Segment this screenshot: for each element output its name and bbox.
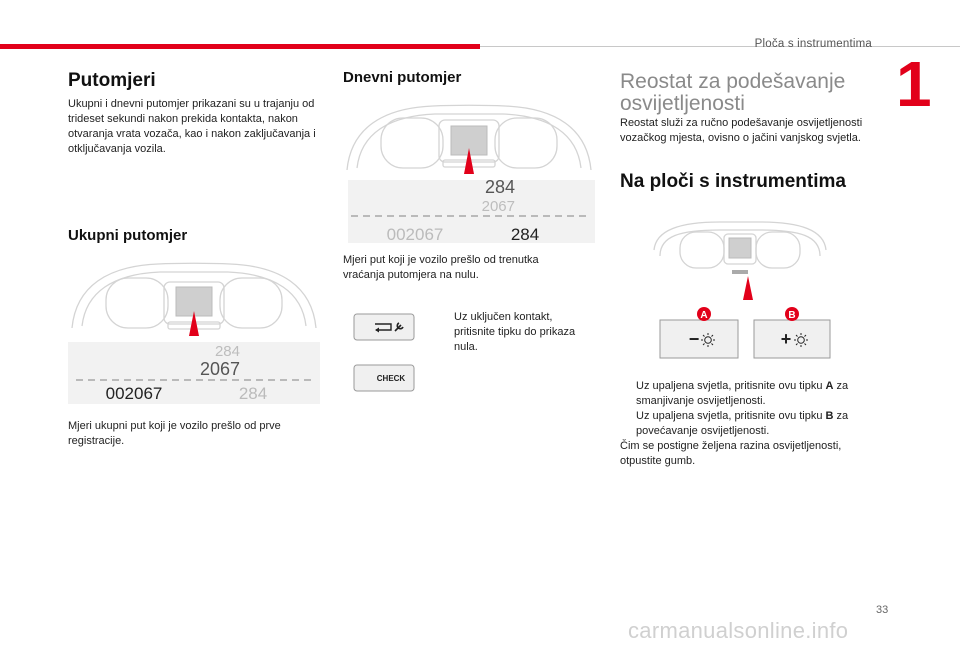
odometer-main-value: 284 — [511, 225, 539, 243]
pointer-arrow-icon — [464, 148, 474, 174]
subheading-on-instrument-panel: Na ploči s instrumentima — [620, 171, 846, 192]
check-button: CHECK — [353, 364, 415, 392]
label-b-badge — [785, 307, 799, 321]
svg-text:A: A — [700, 310, 707, 321]
lcd-large-value: 2067 — [200, 359, 240, 379]
list-item: Uz upaljena svjetla, pritisnite ovu tipk… — [636, 380, 849, 407]
section-heading-dimmer: Reostat za podešavanje osvijetljenosti — [620, 70, 846, 116]
reset-wrench-button — [353, 313, 415, 341]
display-screen — [728, 237, 752, 259]
total-odometer-caption: Mjeri ukupni put koji je vozilo prešlo o… — [68, 420, 281, 447]
minus-icon: − — [689, 329, 700, 349]
running-header: Ploča s instrumentima — [754, 38, 872, 50]
instruction-text: Uz uključen kontakt, pritisnite tipku do… — [454, 311, 576, 353]
svg-text:B: B — [788, 310, 795, 321]
header-accent-bar — [0, 44, 480, 49]
dimmer-illustration: − + A B — [653, 221, 831, 359]
plus-icon: + — [781, 329, 792, 349]
odometer-intro: Ukupni i dnevni putomjer prikazani su u … — [68, 98, 316, 155]
section-heading-putomjeri: Putomjeri — [68, 70, 156, 91]
dimmer-button-b — [753, 319, 831, 359]
page-number: 33 — [876, 604, 889, 616]
total-odometer-illustration: 284 2067 002067 284 — [68, 262, 320, 404]
trip-odometer-illustration: 284 2067 002067 284 — [346, 104, 595, 243]
brightness-icon — [794, 333, 808, 347]
odometer-secondary-value: 284 — [239, 384, 267, 403]
odometer-main-value: 002067 — [106, 384, 163, 403]
lcd-small-value: 284 — [215, 343, 240, 360]
odometer-secondary-value: 002067 — [387, 225, 444, 243]
reset-instruction: Uz uključen kontakt, pritisnite tipku do… — [438, 310, 594, 355]
subheading-trip-odometer: Dnevni putomjer — [343, 69, 462, 86]
header-divider — [480, 46, 960, 47]
chapter-number: 1 — [896, 48, 932, 120]
check-button-label: CHECK — [377, 374, 406, 383]
lcd-small-value: 2067 — [482, 198, 515, 215]
subheading-total-odometer: Ukupni putomjer — [68, 227, 188, 244]
list-item: Uz upaljena svjetla, pritisnite ovu tipk… — [636, 410, 849, 437]
dimmer-button-a — [659, 319, 739, 359]
trip-odometer-caption: Mjeri put koji je vozilo prešlo od trenu… — [343, 254, 539, 281]
dimmer-instructions: Uz upaljena svjetla, pritisnite ovu tipk… — [620, 379, 878, 469]
wrench-icon — [394, 322, 404, 332]
lcd-large-value: 284 — [485, 177, 515, 197]
dimmer-intro: Reostat služi za ručno podešavanje osvij… — [620, 117, 863, 144]
dimmer-outro: Čim se postigne željena razina osvijetlj… — [620, 440, 842, 467]
watermark: carmanualsonline.info — [628, 618, 849, 643]
instruction-marker — [438, 310, 448, 355]
return-arrow-icon — [375, 323, 392, 331]
label-a-badge — [697, 307, 711, 321]
pointer-arrow-icon — [189, 311, 199, 336]
pointer-arrow-icon — [743, 276, 753, 300]
brightness-icon — [701, 333, 715, 347]
